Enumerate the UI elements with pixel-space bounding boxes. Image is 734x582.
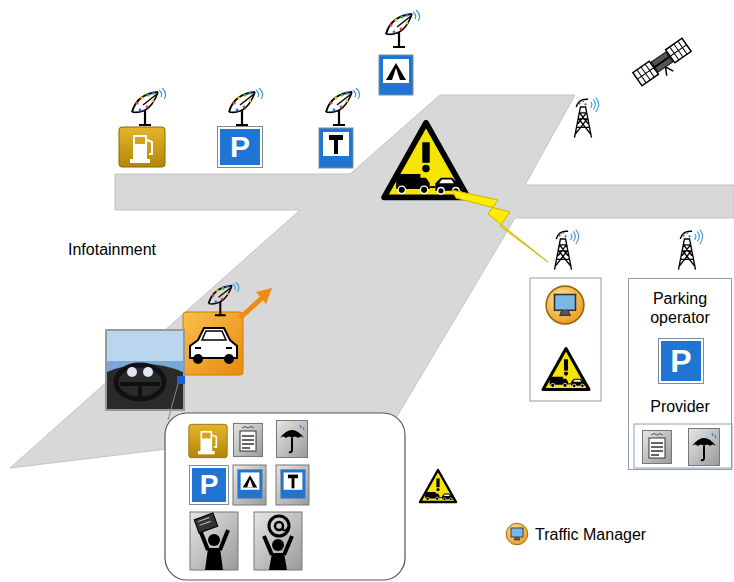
news-icon — [234, 424, 263, 457]
news-icon — [643, 431, 672, 464]
vehicle-part — [256, 288, 272, 304]
email-person-icon — [254, 512, 302, 570]
email-person-icon-part — [269, 553, 287, 570]
dashboard-photo-part — [143, 367, 153, 377]
vehicle-part — [195, 347, 232, 349]
warning-sign — [543, 349, 589, 390]
roadside-signs — [119, 10, 420, 168]
satellite — [633, 38, 695, 90]
vehicle-part — [190, 328, 237, 358]
dish-antenna — [132, 88, 166, 125]
email-person-icon-part — [269, 516, 289, 536]
dashboard-photo-part — [120, 384, 160, 398]
box-text: Provider — [629, 397, 731, 416]
dashboard-photo — [106, 330, 185, 410]
camping-icon — [238, 470, 263, 499]
radio-tower — [555, 230, 579, 270]
parking-sign: P — [218, 127, 262, 167]
traffic-manager-box-part — [530, 278, 601, 401]
phone-person-icon-part — [194, 513, 218, 533]
dashboard-photo-part — [127, 367, 137, 377]
dish-antenna — [229, 88, 263, 125]
vehicle-part — [240, 298, 262, 318]
parking-icon: P — [190, 466, 228, 504]
lightning-bolt — [452, 190, 548, 262]
radio-tower — [575, 98, 599, 138]
email-person-icon-part — [272, 539, 284, 551]
satellite-part — [654, 56, 670, 67]
legend-text: Traffic Manager — [535, 525, 646, 544]
dashboard-photo-part — [107, 364, 183, 409]
phone-person-icon-part — [198, 518, 211, 526]
phone-person-icon-part — [205, 548, 223, 570]
legend-icon — [506, 523, 528, 545]
weather-icon — [689, 429, 720, 466]
repair-icon — [281, 470, 306, 499]
fuel-icon — [189, 424, 227, 457]
callout-leader — [168, 384, 178, 420]
camping-sign — [379, 55, 413, 95]
weather-icon — [277, 421, 308, 458]
provider-icons — [634, 424, 732, 468]
parking-sign: P — [659, 339, 703, 383]
vehicle-part — [193, 354, 203, 364]
dish-antenna — [209, 282, 239, 315]
vehicle-part — [224, 354, 234, 364]
phone-person-icon-part — [190, 512, 238, 570]
warning-icon — [420, 470, 456, 502]
vehicle — [183, 282, 272, 375]
dish-antenna — [326, 88, 360, 125]
dashboard-photo-part — [116, 365, 164, 399]
vehicle-part — [183, 312, 243, 375]
in-car-panel-part — [233, 465, 266, 505]
provider-icons-part — [634, 424, 732, 468]
sign-letter: P — [230, 132, 250, 162]
dish-antenna — [386, 10, 420, 47]
road-part — [10, 95, 734, 468]
in-car-panel-part — [276, 465, 309, 505]
traffic-manager-icon — [546, 286, 584, 324]
dashboard-photo-part — [107, 331, 183, 361]
fuel-sign — [119, 127, 165, 167]
section-label: Infotainment — [68, 240, 156, 259]
sign-letter: P — [200, 471, 219, 499]
email-person-icon-part — [264, 536, 292, 555]
email-person-icon-part — [283, 524, 288, 531]
traffic-manager-box — [530, 278, 601, 401]
box-heading: Parking operator — [629, 289, 731, 327]
road — [10, 95, 734, 468]
phone-person-icon-part — [208, 534, 220, 546]
dashboard-photo-part — [106, 330, 184, 410]
repair-sign — [319, 128, 353, 168]
vehicle-part — [202, 331, 226, 340]
in-car-panel — [165, 413, 405, 580]
email-person-icon-part — [254, 512, 302, 570]
warning-sign — [384, 123, 468, 198]
phone-person-icon-part — [200, 530, 228, 550]
satellite-part — [662, 65, 673, 76]
in-car-panel-part — [165, 413, 405, 580]
operator-box: Parking operatorProvider P — [628, 278, 732, 470]
phone-person-icon — [190, 512, 238, 570]
sign-letter: P — [670, 345, 691, 377]
dashboard-photo-part — [177, 376, 185, 384]
radio-tower — [679, 230, 703, 270]
email-person-icon-part — [275, 522, 283, 530]
